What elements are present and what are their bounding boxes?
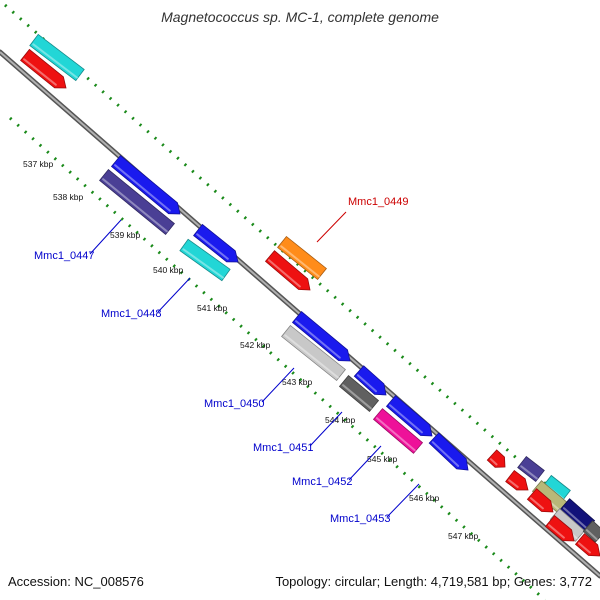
ruler-ticks: 537 kbp 538 kbp 539 kbp 540 kbp 541 kbp 542 k… bbox=[23, 159, 479, 541]
gene-feature-red bbox=[486, 449, 506, 468]
gene-label-leader bbox=[386, 483, 420, 518]
gene-feature-purple bbox=[517, 455, 545, 483]
gene-feature-cyan bbox=[179, 238, 231, 282]
gene-feature-shine bbox=[530, 497, 544, 510]
gene-feature-shine bbox=[356, 374, 377, 393]
gene-label-mmc1-0452[interactable]: Mmc1_0452 bbox=[292, 476, 353, 488]
kbp-tick-label: 544 kbp bbox=[325, 415, 356, 425]
gene-feature-shine bbox=[489, 458, 498, 466]
gene-feature-shine bbox=[182, 248, 224, 279]
gene-feature-blue bbox=[193, 223, 239, 263]
gene-feature-shine bbox=[284, 334, 339, 379]
gene-feature-shine bbox=[585, 529, 598, 541]
gene-feature-blue bbox=[353, 365, 387, 396]
gene-feature-blue bbox=[291, 311, 351, 362]
kbp-tick-label: 547 kbp bbox=[448, 531, 479, 541]
gene-feature-shine bbox=[280, 245, 320, 278]
kbp-tick-label: 546 kbp bbox=[409, 493, 440, 503]
gene-feature-shine bbox=[389, 404, 423, 434]
inner-ruler-ring bbox=[8, 116, 547, 600]
gene-label-leader bbox=[261, 367, 295, 403]
gene-feature-shine bbox=[563, 507, 588, 530]
map-title: Magnetococcus sp. MC-1, complete genome bbox=[161, 9, 439, 25]
gene-feature-shine bbox=[376, 417, 416, 452]
gene-feature-red bbox=[574, 533, 600, 557]
kbp-tick-label: 537 kbp bbox=[23, 159, 54, 169]
gene-label-mmc1-0447[interactable]: Mmc1_0447 bbox=[34, 250, 95, 262]
gene-feature-blue bbox=[110, 155, 181, 215]
gene-feature-orange bbox=[277, 235, 327, 281]
gene-feature-red bbox=[544, 515, 575, 542]
gene-feature-darkgray bbox=[338, 375, 380, 412]
gene-label-mmc1-0449[interactable]: Mmc1_0449 bbox=[348, 196, 409, 208]
gene-feature-shine bbox=[268, 259, 301, 288]
ruler-dots bbox=[4, 3, 600, 600]
kbp-tick-label: 543 kbp bbox=[282, 377, 313, 387]
gene-feature-shine bbox=[548, 524, 565, 539]
accession-label: Accession: NC_008576 bbox=[8, 574, 144, 589]
gene-feature-shine bbox=[32, 43, 78, 79]
gene-feature-shine bbox=[114, 164, 171, 212]
gene-feature-blue bbox=[428, 432, 469, 471]
kbp-tick-label: 542 kbp bbox=[240, 340, 271, 350]
gene-label-leader bbox=[348, 445, 382, 481]
gene-feature-red bbox=[526, 488, 554, 513]
gene-feature-shine bbox=[102, 178, 168, 233]
gene-label-leader bbox=[316, 211, 347, 243]
gene-label-mmc1-0450[interactable]: Mmc1_0450 bbox=[204, 398, 265, 410]
gene-feature-red bbox=[505, 469, 529, 491]
gene-feature-shine bbox=[196, 233, 229, 260]
gene-feature-darkgray bbox=[582, 520, 600, 543]
gene-feature-shine bbox=[342, 384, 372, 410]
gene-feature-shine bbox=[578, 542, 591, 554]
gene-feature-blue bbox=[385, 395, 433, 437]
gene-feature-cyan bbox=[29, 33, 85, 82]
gene-feature-magenta bbox=[372, 408, 424, 454]
kbp-tick-label: 538 kbp bbox=[53, 192, 84, 202]
gene-features bbox=[20, 33, 600, 557]
gene-label-leader bbox=[157, 277, 191, 313]
gene-feature-shine bbox=[520, 465, 538, 480]
kbp-tick-label: 539 kbp bbox=[110, 230, 141, 240]
genome-summary: Topology: circular; Length: 4,719,581 bp… bbox=[275, 574, 592, 589]
kbp-tick-label: 541 kbp bbox=[197, 303, 228, 313]
gene-feature-shine bbox=[295, 320, 341, 359]
gene-label-mmc1-0451[interactable]: Mmc1_0451 bbox=[253, 442, 314, 454]
kbp-tick-label: 545 kbp bbox=[367, 454, 398, 464]
gene-feature-silver bbox=[281, 324, 346, 382]
gene-label-mmc1-0453[interactable]: Mmc1_0453 bbox=[330, 513, 391, 525]
gene-feature-red bbox=[264, 250, 311, 291]
gene-feature-purple bbox=[99, 169, 175, 235]
kbp-tick-label: 540 kbp bbox=[153, 265, 184, 275]
gene-label-leader bbox=[89, 219, 122, 255]
gene-feature-shine bbox=[431, 441, 460, 467]
gene-feature-shine bbox=[23, 58, 57, 86]
gene-label-mmc1-0448[interactable]: Mmc1_0448 bbox=[101, 308, 162, 320]
gene-label-leader bbox=[309, 411, 343, 447]
gene-feature-shine bbox=[508, 479, 519, 488]
gene-feature-red bbox=[20, 48, 67, 89]
